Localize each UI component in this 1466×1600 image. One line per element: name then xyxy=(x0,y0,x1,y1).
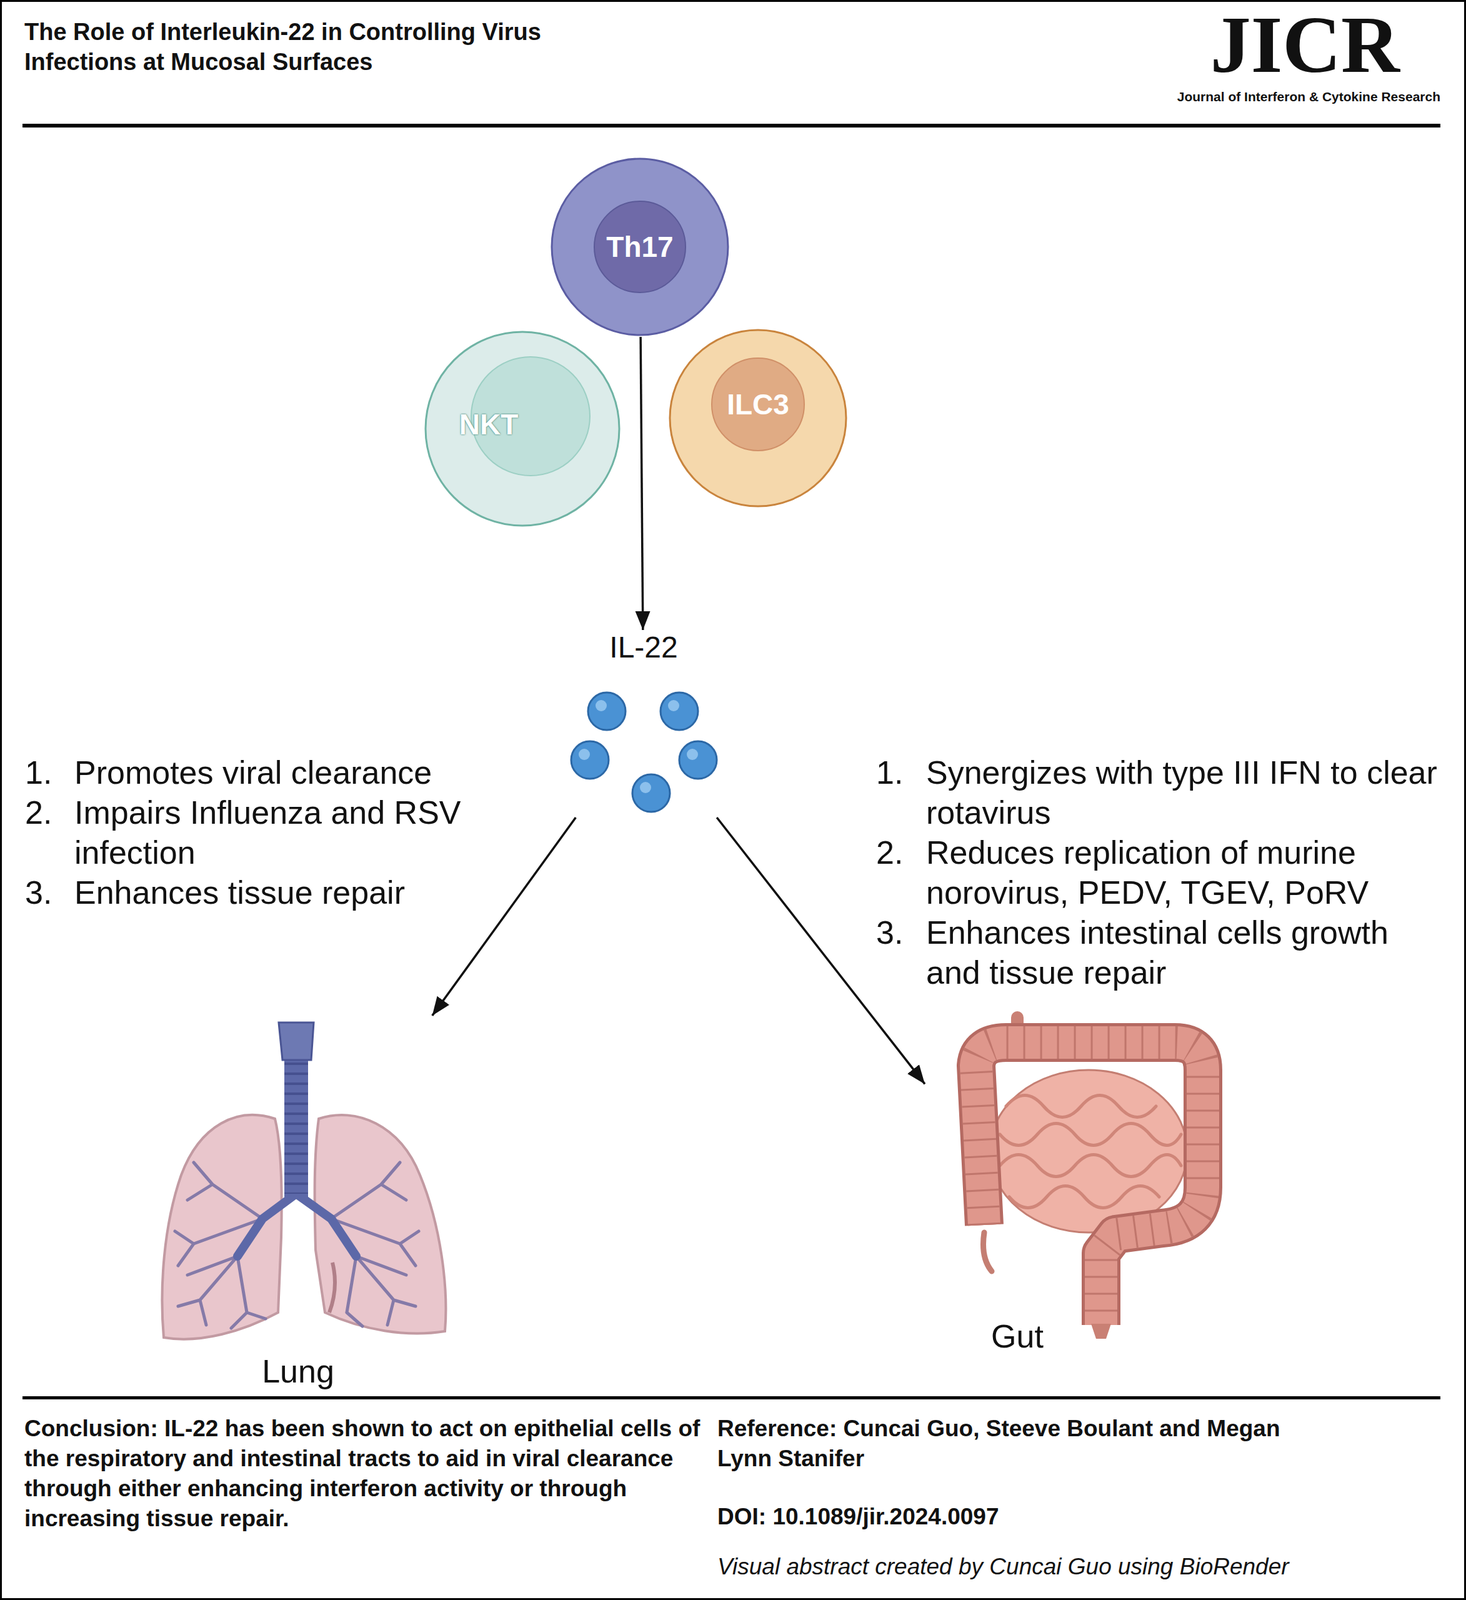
dot-highlight xyxy=(639,781,652,793)
cell-nucleus xyxy=(711,358,805,451)
node-label: Gut xyxy=(991,1317,1044,1356)
ilc3-cell: ILC3 xyxy=(668,328,848,509)
list-number: 2. xyxy=(24,792,52,833)
list-number: 3. xyxy=(876,912,903,953)
list-number: 1. xyxy=(876,752,903,793)
il22-cytokine: IL-22 xyxy=(565,629,722,818)
conclusion-text: Conclusion: IL-22 has been shown to act … xyxy=(24,1413,703,1534)
doi-text: DOI: 10.1089/jir.2024.0097 xyxy=(717,1501,1000,1532)
gut-illustration xyxy=(976,1017,1203,1339)
arrow-connector xyxy=(432,817,577,1016)
list-number: 2. xyxy=(876,832,903,873)
node-label: IL-22 xyxy=(609,629,678,665)
diagram-title: The Role of Interleukin-22 in Controllin… xyxy=(24,16,587,78)
arrow-connector xyxy=(716,817,925,1084)
list-item: Impairs Influenza and RSV infection xyxy=(74,792,487,873)
dot-highlight xyxy=(686,748,699,760)
journal-logo: JICR xyxy=(1210,3,1400,85)
journal-name: Journal of Interferon & Cytokine Researc… xyxy=(1177,88,1441,105)
lung-illustration xyxy=(161,1022,446,1340)
cytokine-dot xyxy=(588,692,626,730)
th17-cell: Th17 xyxy=(549,156,730,337)
cell-nucleus xyxy=(594,201,686,293)
node-label: Th17 xyxy=(606,230,674,264)
top-rule xyxy=(22,123,1441,128)
cytokine-dot xyxy=(632,774,670,812)
list-number: 1. xyxy=(24,752,52,793)
cell-shape xyxy=(423,329,622,528)
cytokine-dot xyxy=(660,692,699,730)
credit-text: Visual abstract created by Cuncai Guo us… xyxy=(717,1551,1290,1582)
cell-membrane xyxy=(669,329,847,507)
cytokine-dot xyxy=(571,741,609,779)
list-item: Promotes viral clearance xyxy=(74,752,487,793)
bottom-rule xyxy=(22,1396,1441,1400)
node-label: Lung xyxy=(261,1352,335,1391)
list-item: Enhances intestinal cells growth and tis… xyxy=(926,912,1445,993)
nkt-cell: NKT xyxy=(423,329,622,528)
cytokine-dot xyxy=(679,741,717,779)
dot-highlight xyxy=(578,748,590,760)
node-label: ILC3 xyxy=(726,388,790,422)
arrow-connector xyxy=(640,336,644,630)
list-item: Enhances tissue repair xyxy=(74,872,487,913)
gut-organ: Gut xyxy=(924,1015,1228,1347)
node-label: NKT xyxy=(459,408,519,442)
dot-highlight xyxy=(595,699,607,712)
lung-organ: Lung xyxy=(159,1015,454,1385)
list-number: 3. xyxy=(24,872,52,913)
dot-highlight xyxy=(668,699,680,712)
list-item: Synergizes with type III IFN to clear ro… xyxy=(926,752,1445,833)
cell-membrane xyxy=(551,158,729,335)
reference-text: Reference: Cuncai Guo, Steeve Boulant an… xyxy=(717,1413,1293,1474)
cell-membrane xyxy=(425,331,620,526)
list-item: Reduces replication of murine norovirus,… xyxy=(926,832,1445,913)
